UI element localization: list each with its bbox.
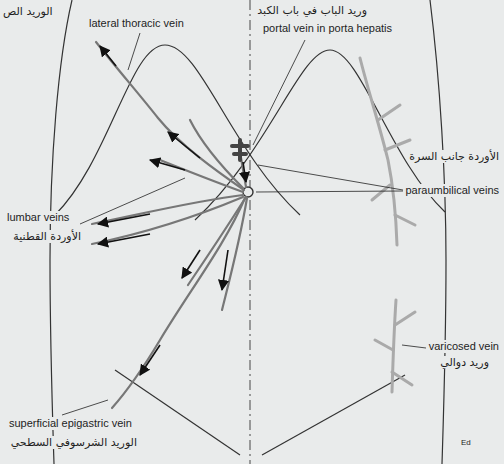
label-text: lateral thoracic vein (88, 17, 185, 30)
label-text: superficial epigastric vein (8, 417, 133, 430)
label-text: varicosed vein (428, 340, 500, 353)
label-text: وريد الباب في باب الكبد (256, 4, 368, 17)
portal-vein-symbol (232, 140, 248, 160)
label-text: portal vein in porta hepatis (262, 22, 393, 35)
label-text: الأوردة القطنية (12, 230, 82, 243)
label-text: الأوردة جانب السرة (408, 150, 500, 163)
label-text: وريد دوالي (439, 356, 490, 369)
varicosed-vein (360, 58, 415, 392)
label-text: paraumbilical veins (404, 184, 500, 197)
body-outline (50, 0, 446, 464)
caput-medusae-veins (92, 42, 247, 408)
label-text: الوريد الص (2, 5, 54, 18)
label-text: Ed (460, 436, 472, 449)
leader-lines (62, 33, 426, 415)
label-text: lumbar veins (6, 211, 70, 224)
flow-arrows (98, 46, 246, 375)
label-text: الوريد الشرسوفي السطحي (10, 436, 138, 449)
